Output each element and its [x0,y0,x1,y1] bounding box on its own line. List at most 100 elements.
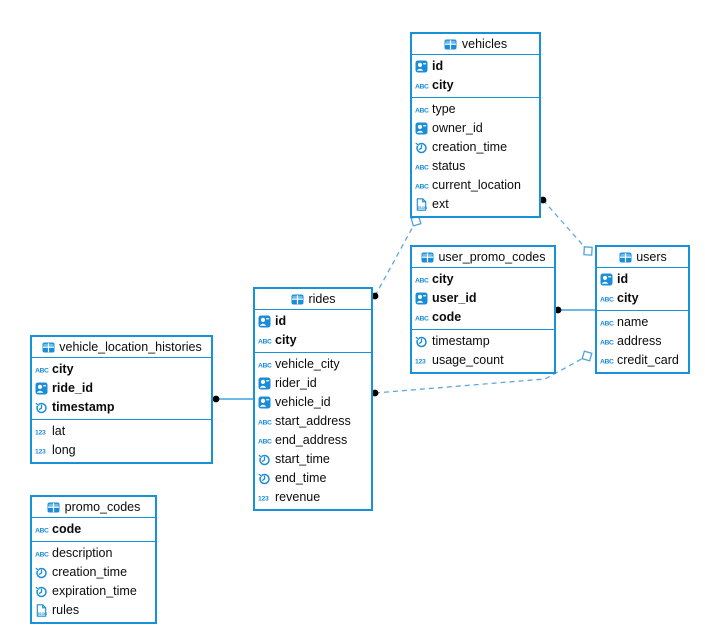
table-title: rides [308,291,336,306]
relation-vehicles-users[interactable] [539,196,593,256]
clock-icon [415,141,432,154]
column-label: city [275,333,297,347]
abc-text-icon: ABC [258,358,275,371]
user-id-icon [600,273,617,286]
table-icon [618,251,632,264]
table-header[interactable]: users [597,247,688,268]
svg-text:ABC: ABC [600,297,614,304]
user-id-icon [258,396,275,409]
numeric-icon: 123 [35,425,52,438]
column-label: id [617,272,629,286]
numeric-icon: 123 [35,444,52,457]
svg-text:ABC: ABC [600,359,614,366]
column-label: ride_id [52,381,93,395]
column-row-ride_id: ride_id [32,379,211,398]
column-label: vehicle_id [275,395,331,409]
column-label: end_address [275,433,348,447]
relation-vehicle_location_histories-rides[interactable] [212,395,253,403]
column-row-end_time: end_time [255,469,371,488]
user-id-icon [258,315,275,328]
svg-text:ABC: ABC [35,552,49,559]
column-label: expiration_time [52,584,137,598]
svg-text:ABC: ABC [258,439,272,446]
table-header[interactable]: vehicles [412,34,539,55]
svg-text:ABC: ABC [35,528,49,535]
column-label: owner_id [432,121,483,135]
column-row-owner_id: owner_id [412,119,539,138]
abc-text-icon: ABC [35,363,52,376]
column-label: id [275,314,287,328]
abc-text-icon: ABC [600,354,617,367]
svg-text:123: 123 [35,430,46,437]
svg-text:ABC: ABC [258,420,272,427]
svg-text:ABC: ABC [258,339,272,346]
column-row-creation_time: creation_time [412,138,539,157]
abc-text-icon: ABC [258,434,275,447]
abc-text-icon: ABC [600,292,617,305]
table-title: vehicles [461,36,508,51]
column-label: description [52,546,113,560]
table-header[interactable]: rides [255,289,371,310]
column-row-id: id [597,270,688,289]
svg-text:ABC: ABC [415,278,429,285]
relation-dot-marker [371,389,379,397]
relation-line[interactable] [374,355,588,394]
column-label: city [432,272,454,286]
abc-text-icon: ABC [600,316,617,329]
relation-user_promo_codes-users[interactable] [554,306,595,314]
abc-text-icon: ABC [415,160,432,173]
numeric-icon: 123 [415,354,432,367]
user-id-icon [415,60,432,73]
column-row-id: id [255,312,371,331]
relation-dot-marker [539,196,547,204]
svg-text:JSON: JSON [37,612,47,616]
table-icon [47,501,61,514]
clock-icon [35,566,52,579]
table-header[interactable]: user_promo_codes [412,247,554,268]
column-label: code [52,522,82,536]
column-label: end_time [275,471,327,485]
column-label: usage_count [432,353,504,367]
column-label: address [617,334,662,348]
relation-rides-vehicles[interactable] [371,215,422,300]
abc-text-icon: ABC [258,415,275,428]
table-header[interactable]: vehicle_location_histories [32,337,211,358]
user-id-icon [415,292,432,305]
column-row-timestamp: timestamp [412,332,554,351]
column-label: city [52,362,74,376]
clock-icon [415,335,432,348]
svg-text:ABC: ABC [415,184,429,191]
column-row-timestamp: timestamp [32,398,211,417]
abc-text-icon: ABC [415,103,432,116]
relation-line[interactable] [542,199,589,252]
relation-rides-users[interactable] [371,350,593,397]
column-label: user_id [432,291,477,305]
column-row-rider_id: rider_id [255,374,371,393]
table-header[interactable]: promo_codes [32,497,155,518]
relation-dot-marker [554,306,562,314]
column-label: id [432,59,444,73]
relation-dot-marker [212,395,220,403]
